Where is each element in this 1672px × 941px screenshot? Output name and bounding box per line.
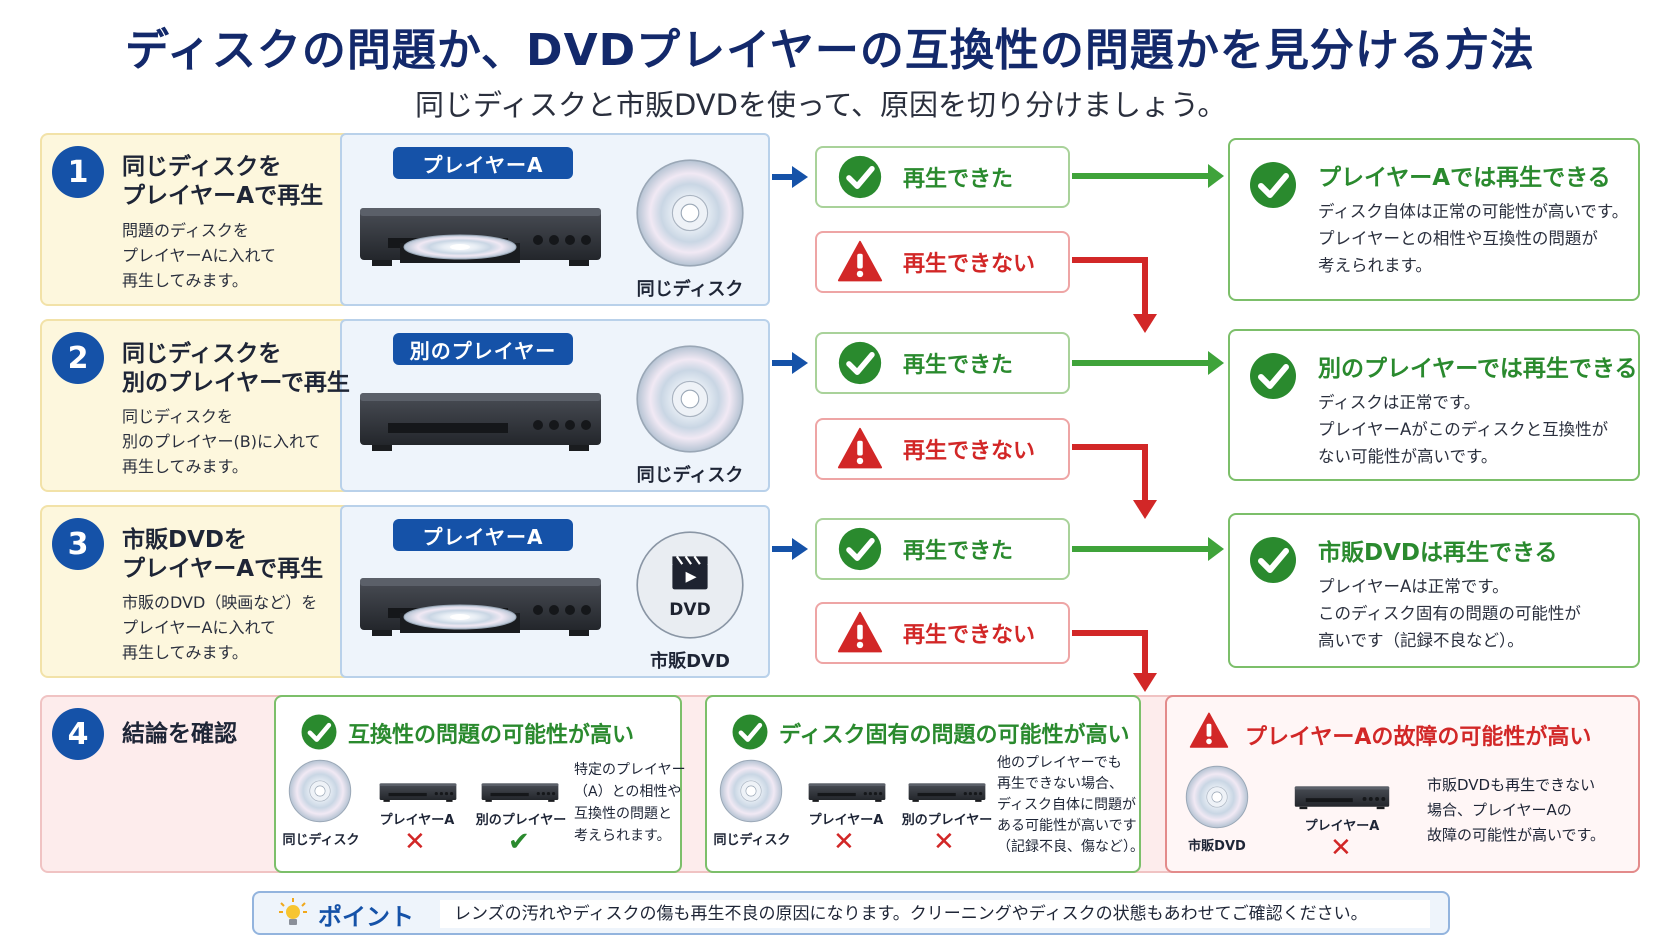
check-circle-icon (1248, 535, 1298, 585)
step-1-disc-icon (635, 158, 745, 268)
step-1-player-label: プレイヤーA (393, 147, 573, 179)
conclusion-1: プレイヤーAでは再生できる ディスク自体は正常の可能性が高いです。プレイヤーとの… (1228, 138, 1640, 301)
step-2-number: 2 (52, 332, 104, 384)
lightbulb-icon (279, 898, 307, 925)
point-label: ポイント (318, 903, 414, 931)
step-2-desc: 同じディスクを別のプレイヤー(B)に入れて再生してみます。 (122, 407, 321, 476)
step-2-player-icon (358, 385, 603, 455)
step-3-dvd-icon (636, 531, 744, 639)
step-3-disc-label: 市販DVD (650, 651, 730, 672)
step-3-number: 3 (52, 518, 104, 570)
conclusion-2: 別のプレイヤーでは再生できる ディスクは正常です。プレイヤーAがこのディスクと互… (1228, 329, 1640, 481)
step-3-title: 市販DVDをプレイヤーAで再生 (122, 527, 324, 582)
step-3-tray-disc-icon (400, 604, 520, 633)
cross-icon: ✕ (933, 827, 955, 857)
warning-icon (1187, 711, 1231, 751)
warning-icon (837, 239, 883, 285)
check-circle-icon (1248, 160, 1298, 210)
step-2-disc-icon (635, 344, 745, 454)
step-3-desc: 市販のDVD（映画など）をプレイヤーAに入れて再生してみます。 (122, 593, 318, 662)
player-a-icon (808, 777, 886, 807)
step4-card-disc-problem: ディスク固有の問題の可能性が高い 同じディスク プレイヤーA ✕ 別のプレイヤー… (705, 695, 1144, 873)
step-1-desc: 問題のディスクをプレイヤーAに入れて再生してみます。 (122, 221, 276, 290)
step-1-result-ok: 再生できた (815, 146, 1070, 208)
check-circle-icon (837, 154, 883, 200)
cross-icon: ✕ (404, 827, 426, 857)
other-player-icon (481, 777, 559, 807)
step-1-disc-label: 同じディスク (636, 279, 744, 300)
check-circle-icon (837, 526, 883, 572)
check-circle-icon (731, 713, 769, 751)
cross-icon: ✕ (833, 827, 855, 857)
cross-icon: ✕ (1330, 833, 1352, 863)
warning-icon (837, 610, 883, 656)
step4-card-compatibility: 互換性の問題の可能性が高い 同じディスク プレイヤーA ✕ 別のプレイヤー ✔ … (274, 695, 686, 873)
page-title: ディスクの問題か、DVDプレイヤーの互換性の問題かを見分ける方法 (125, 25, 1535, 76)
step-1-number: 1 (52, 146, 104, 198)
warning-icon (837, 426, 883, 472)
other-player-icon (908, 777, 986, 807)
step-1-tray-disc-icon (400, 234, 520, 263)
step-2-title: 同じディスクを別のプレイヤーで再生 (122, 341, 350, 396)
step-4-title: 結論を確認 (122, 721, 237, 747)
check-circle-icon (837, 340, 883, 386)
step-1-result-ng: 再生できない (815, 231, 1070, 293)
step-3-dvd-text: DVD (669, 600, 711, 620)
check-icon: ✔ (508, 827, 530, 857)
point-text: レンズの汚れやディスクの傷も再生不良の原因になります。クリーニングやディスクの状… (440, 900, 1430, 928)
step-3-result-ok: 再生できた (815, 518, 1070, 580)
conclusion-3: 市販DVDは再生できる プレイヤーAは正常です。このディスク固有の問題の可能性が… (1228, 513, 1640, 668)
disc-icon (719, 759, 783, 823)
check-circle-icon (1248, 351, 1298, 401)
disc-icon (1185, 765, 1249, 829)
disc-icon (288, 759, 352, 823)
page-subtitle: 同じディスクと市販DVDを使って、原因を切り分けましょう。 (415, 88, 1227, 122)
step-3-player-label: プレイヤーA (393, 519, 573, 551)
player-a-icon (1294, 779, 1390, 815)
player-a-icon (379, 777, 457, 807)
step-2-result-ng: 再生できない (815, 418, 1070, 480)
step-2-result-ok: 再生できた (815, 332, 1070, 394)
step-2-disc-label: 同じディスク (636, 465, 744, 486)
check-circle-icon (300, 713, 338, 751)
step-2-player-label: 別のプレイヤー (393, 333, 573, 365)
step4-card-player-failure: プレイヤーAの故障の可能性が高い 市販DVD プレイヤーA ✕ 市販DVDも再生… (1165, 695, 1640, 873)
step-1-title: 同じディスクをプレイヤーAで再生 (122, 154, 324, 209)
step-4-number: 4 (52, 708, 104, 760)
step-3-result-ng: 再生できない (815, 602, 1070, 664)
